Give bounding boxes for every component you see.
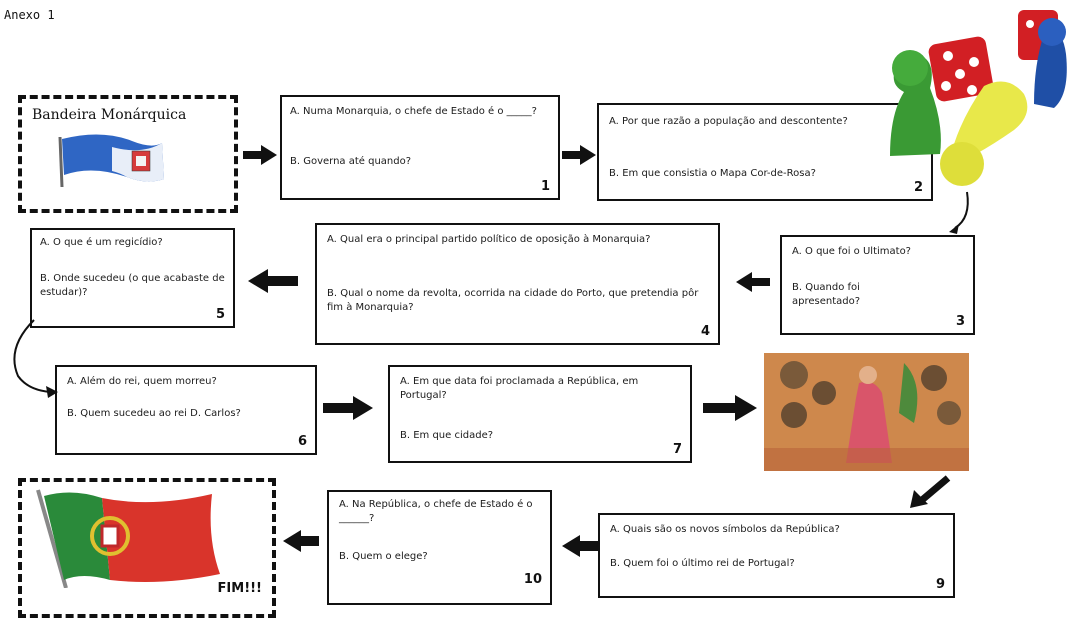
question-3a: A. O que foi o Ultimato?	[792, 246, 911, 257]
portuguese-flag-icon	[36, 489, 220, 588]
question-4a: A. Qual era o principal partido político…	[327, 234, 651, 245]
arrow-left-10-to-end	[283, 530, 319, 552]
question-10b: B. Quem o elege?	[339, 551, 428, 562]
question-box-3: A. O que foi o Ultimato? B. Quando foi a…	[780, 235, 975, 335]
arrow-right-6-to-7	[323, 396, 373, 420]
start-box-monarchic-flag: Bandeira Monárquica	[18, 95, 238, 213]
arrow-left-9-to-10	[562, 535, 598, 557]
box-number-2: 2	[913, 180, 923, 195]
question-9a: A. Quais são os novos símbolos da Repúbl…	[610, 524, 840, 535]
box-number-10: 10	[523, 572, 542, 587]
question-2b: B. Em que consistia o Mapa Cor-de-Rosa?	[609, 168, 816, 179]
arrow-right-start-to-1	[243, 145, 277, 165]
question-box-6: A. Além do rei, quem morreu? B. Quem suc…	[55, 365, 317, 455]
question-7a: A. Em que data foi proclamada a Repúblic…	[400, 376, 639, 401]
end-label: FIM!!!	[217, 581, 262, 596]
box-number-9: 9	[935, 577, 945, 592]
box-number-3: 3	[955, 314, 965, 329]
question-1b: B. Governa até quando?	[290, 156, 412, 167]
arrow-diagonal-to-9	[910, 475, 951, 508]
arrow-right-1-to-2	[562, 145, 596, 165]
arrow-left-4-to-5	[248, 269, 298, 293]
question-7b: B. Em que cidade?	[400, 430, 494, 441]
question-box-1: A. Numa Monarquia, o chefe de Estado é o…	[280, 95, 560, 200]
question-box-2: A. Por que razão a população and descont…	[597, 103, 933, 201]
curved-arrow-5-to-6	[13, 319, 58, 398]
arrow-left-3-to-4	[736, 272, 770, 292]
arrow-right-7-to-illustration	[703, 395, 757, 421]
question-box-4: A. Qual era o principal partido político…	[315, 223, 720, 345]
question-6a: A. Além do rei, quem morreu?	[67, 376, 217, 387]
question-5a: A. O que é um regicídio?	[40, 237, 163, 248]
box-number-4: 4	[700, 324, 710, 339]
box-number-1: 1	[540, 179, 550, 194]
game-pieces-dice-icon	[890, 10, 1067, 186]
question-6b: B. Quem sucedeu ao rei D. Carlos?	[67, 408, 241, 419]
monarchic-flag-icon	[58, 134, 164, 188]
question-1a: A. Numa Monarquia, o chefe de Estado é o…	[290, 106, 537, 117]
question-3b: B. Quando foi apresentado?	[792, 282, 861, 307]
box-number-7: 7	[672, 442, 682, 457]
curved-arrow-2-to-3	[949, 191, 969, 234]
question-9b: B. Quem foi o último rei de Portugal?	[610, 558, 795, 569]
question-box-10: A. Na República, o chefe de Estado é o _…	[327, 490, 552, 605]
box-number-5: 5	[215, 307, 225, 322]
end-box-portuguese-flag: FIM!!!	[18, 478, 276, 618]
question-4b: B. Qual o nome da revolta, ocorrida na c…	[327, 288, 699, 313]
question-box-7: A. Em que data foi proclamada a Repúblic…	[388, 365, 692, 463]
start-box-title: Bandeira Monárquica	[32, 107, 187, 123]
question-box-5: A. O que é um regicídio? B. Onde sucedeu…	[30, 228, 235, 328]
question-2a: A. Por que razão a população and descont…	[609, 116, 848, 127]
question-5b: B. Onde sucedeu (o que acabaste de estud…	[40, 273, 225, 298]
box-number-6: 6	[297, 434, 307, 449]
annex-label: Anexo 1	[4, 8, 55, 22]
republic-illustration	[764, 353, 969, 471]
question-box-9: A. Quais são os novos símbolos da Repúbl…	[598, 513, 955, 598]
question-10a: A. Na República, o chefe de Estado é o _…	[339, 499, 533, 524]
